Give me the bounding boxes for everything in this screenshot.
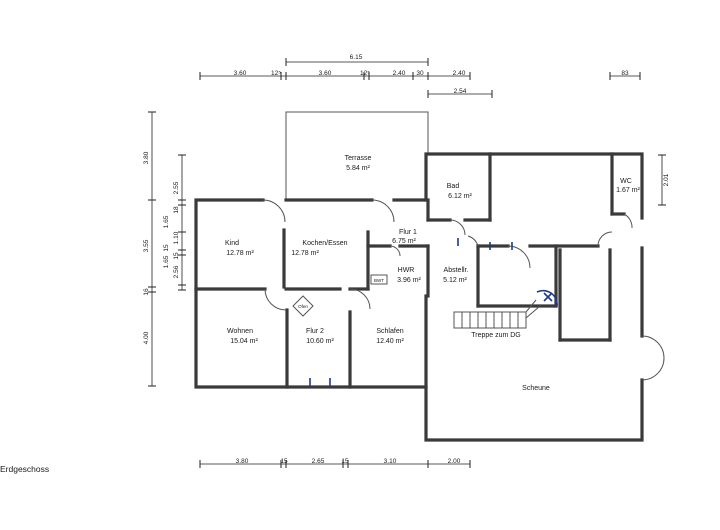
room-area-abstell: 5.12 m² <box>443 277 467 284</box>
room-name-kochen: Kochen/Essen <box>302 240 347 247</box>
dim-top: 3.60 <box>234 70 247 77</box>
dim-bottom: 15 <box>341 458 349 465</box>
walls <box>194 111 644 442</box>
room-area-wohnen: 15.04 m² <box>230 338 258 345</box>
dim-bottom: 15 <box>280 458 288 465</box>
bwt-label: BWT <box>374 278 384 283</box>
door-swings <box>262 199 665 381</box>
stair-label: Treppe zum DG <box>471 332 521 339</box>
room-name-bad: Bad <box>447 183 460 190</box>
room-name-flur2: Flur 2 <box>306 328 324 335</box>
blue-markers <box>309 238 558 386</box>
room-name-abstell: Abstellr. <box>444 267 469 274</box>
room-name-wc: WC <box>620 178 632 185</box>
ofen-label: Ofen <box>298 304 308 309</box>
bwt-box: BWT <box>370 274 388 285</box>
room-name-flur1: Flur 1 <box>399 229 417 236</box>
dim-right: 2.01 <box>663 173 670 186</box>
room-area-bad: 6.12 m² <box>448 193 472 200</box>
staircase <box>453 299 541 329</box>
dim-top: 3.60 <box>319 70 332 77</box>
dim-top-right: 83 <box>621 70 629 77</box>
room-area-schlafen: 12.40 m² <box>376 338 404 345</box>
dimension-labels: 6.15 3.60 12⁵ 3.60 12⁵ 2.40 30 2.40 83 2… <box>143 54 670 465</box>
dimension-lines <box>148 58 666 468</box>
room-name-schlafen: Schlafen <box>376 328 403 335</box>
dim-left-inner: 1.65 <box>163 255 170 268</box>
dim-top: 2.40 <box>393 70 406 77</box>
dim-left-outer: 3.55 <box>143 239 150 252</box>
dim-left-inner: 1.65 <box>163 215 170 228</box>
plan-caption: Erdgeschoss <box>0 464 49 474</box>
dim-left-inner: 15 <box>173 252 180 260</box>
dim-bottom: 3.10 <box>384 458 397 465</box>
room-area-flur2: 10.60 m² <box>306 338 334 345</box>
dim-left-inner: 15 <box>163 244 170 252</box>
dim-top-total: 6.15 <box>350 54 363 61</box>
dim-left-outer: 4.00 <box>143 331 150 344</box>
dim-bottom: 3.80 <box>236 458 249 465</box>
room-area-wc: 1.67 m² <box>616 187 640 194</box>
room-name-wohnen: Wohnen <box>227 328 253 335</box>
room-area-kind: 12.78 m² <box>226 250 254 257</box>
room-area-terrasse: 5.84 m² <box>346 165 370 172</box>
dim-top: 12⁵ <box>271 70 281 77</box>
dim-top: 12⁵ <box>360 70 370 77</box>
room-name-hwr: HWR <box>398 267 415 274</box>
dim-top-sub: 2.54 <box>454 88 467 95</box>
dim-bottom: 2.00 <box>448 458 461 465</box>
room-area-hwr: 3.96 m² <box>397 277 421 284</box>
room-area-kochen: 12.78 m² <box>291 250 319 257</box>
room-name-scheune: Scheune <box>522 385 550 392</box>
dim-bottom: 2.65 <box>312 458 325 465</box>
dim-left-inner: 2.56 <box>173 265 180 278</box>
room-labels: Terrasse 5.84 m² Bad 6.12 m² WC 1.67 m² … <box>225 155 641 392</box>
dim-left-inner: 1.10 <box>173 231 180 244</box>
room-name-kind: Kind <box>225 240 239 247</box>
dim-top: 2.40 <box>453 70 466 77</box>
dim-left-outer: 16 <box>143 288 150 296</box>
dim-left-inner: 18 <box>173 206 180 214</box>
dim-left-outer: 3.80 <box>143 151 150 164</box>
dim-left-inner: 2.55 <box>173 181 180 194</box>
room-name-terrasse: Terrasse <box>345 155 372 162</box>
ofen-symbol: Ofen <box>292 295 314 317</box>
dim-top: 30 <box>416 70 424 77</box>
room-area-flur1: 6.75 m² <box>392 238 416 245</box>
